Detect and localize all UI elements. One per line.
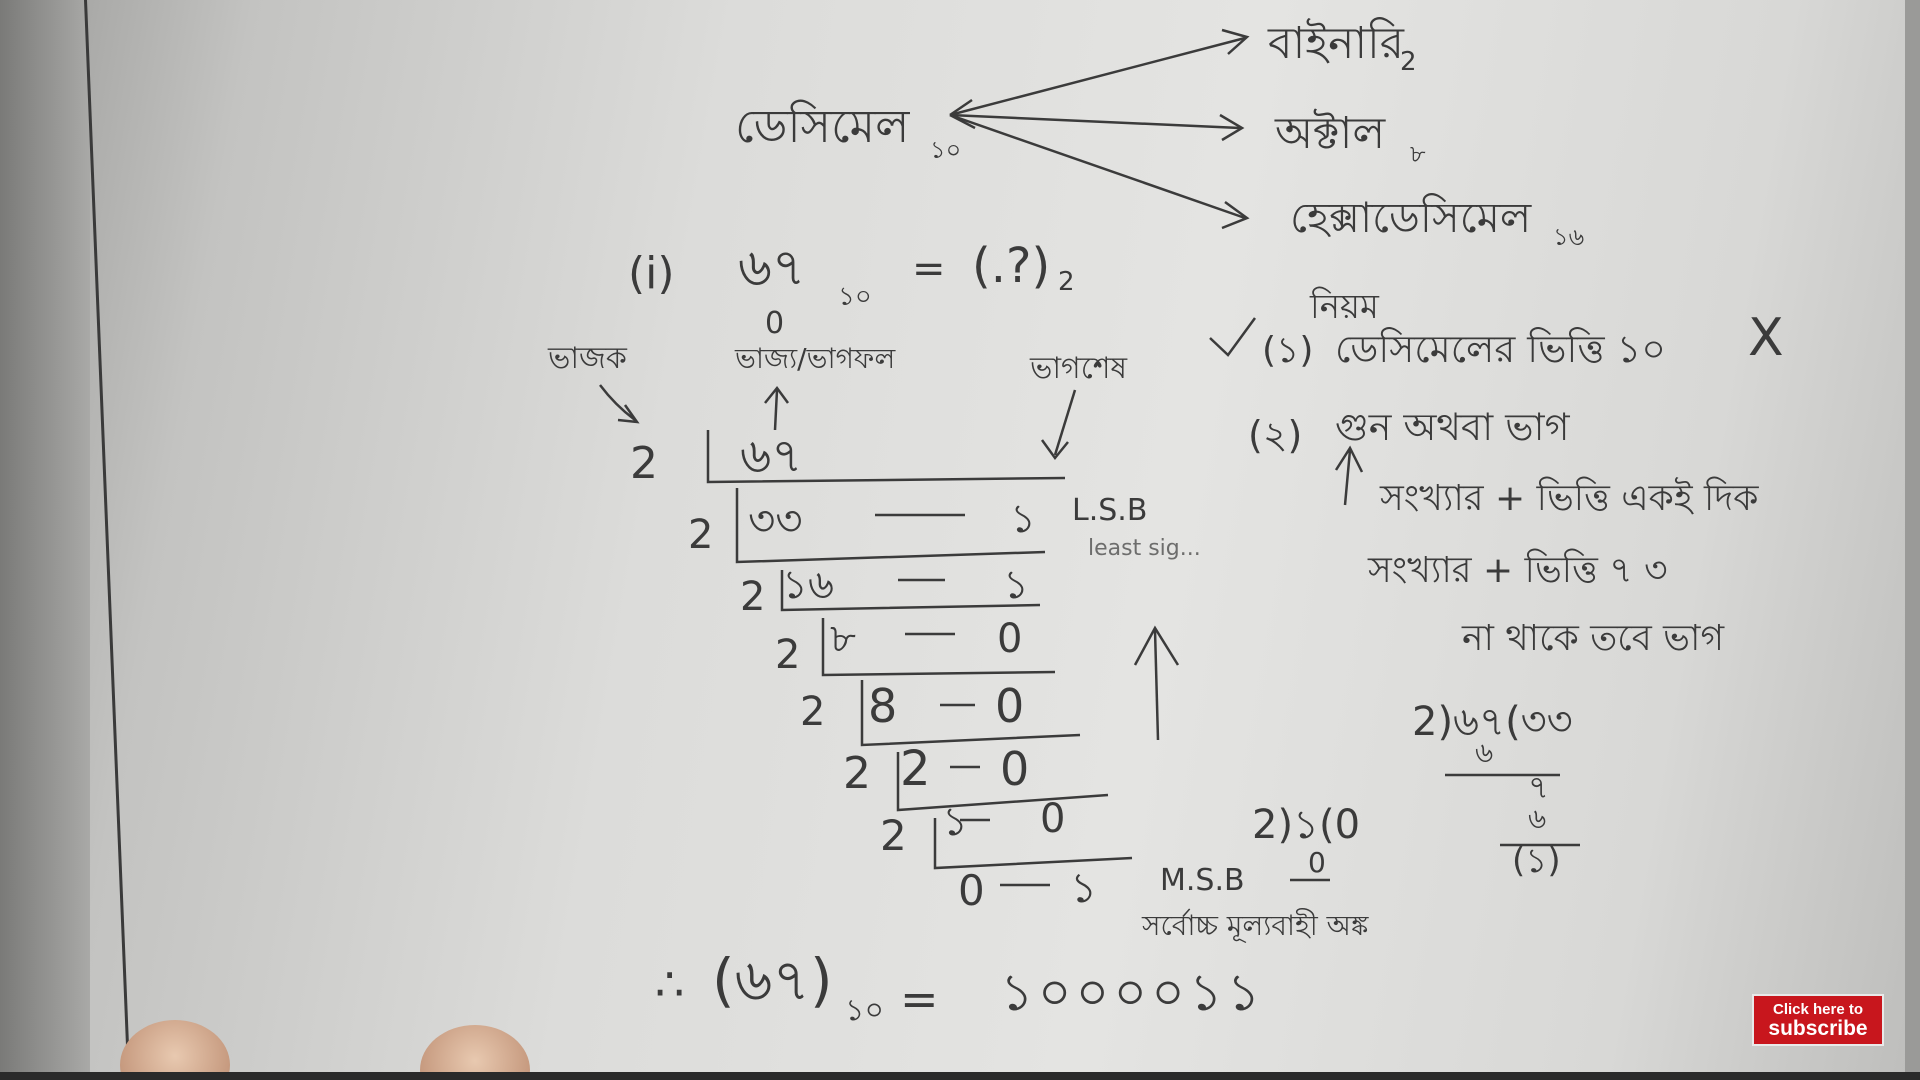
up-arrow-icon [1334, 445, 1364, 506]
decimal-title: ডেসিমেল [735, 99, 910, 153]
row-remainder: ১ [1010, 496, 1036, 542]
rule2-line3: সংখ্যার + ভিত্তি ৭ ৩ [1367, 549, 1668, 591]
target-binary-sub: 2 [1400, 47, 1417, 77]
row-divisor: 2 [688, 512, 713, 558]
result-binary: ১০০০০১১ [1000, 963, 1264, 1023]
problem-rhs: (.?) [972, 238, 1050, 294]
row-divisor: 2 [775, 632, 800, 678]
row-divisor: 2 [800, 689, 825, 735]
problem-equals: = [912, 246, 946, 292]
ladder-lines [706, 430, 1133, 887]
row-divisor: 2 [630, 438, 658, 489]
rule1-text: ডেসিমেলের ভিত্তি ১০ [1335, 327, 1666, 371]
side-calc-lines [1445, 773, 1580, 847]
side-calc-1e: (১) [1512, 841, 1561, 881]
label-remainder: ভাগশেষ [1029, 351, 1128, 386]
division-ladder: 2 ৬৭ 2 ৩৩ ১ 2 ১৬ ১ 2 ৮ 0 2 8 0 2 2 0 2 ১… [630, 428, 1133, 915]
row-dividend: 0 [958, 866, 985, 915]
target-binary: বাইনারি [1267, 17, 1405, 69]
side-calc-1: 2)৬৭(৩৩ [1412, 699, 1573, 745]
check-mark-icon [1209, 317, 1257, 357]
lsb-note: least sig... [1088, 536, 1201, 561]
row-remainder: 0 [997, 616, 1022, 662]
rule1-number: (১) [1262, 330, 1313, 371]
row-dividend: ৮ [830, 616, 856, 662]
paper-shadow-left [0, 0, 90, 1080]
rule2-line2: সংখ্যার + ভিত্তি একই দিক [1379, 477, 1759, 519]
result-equals: = [900, 972, 939, 1026]
rule2-line4: না থাকে তবে ভাগ [1461, 618, 1725, 659]
msb-note: সর্বোচ্চ মূল্যবাহী অঙ্ক [1141, 908, 1369, 943]
row-divisor: 2 [880, 811, 907, 860]
label-divisor: ভাজক [547, 341, 628, 376]
target-hex-sub: ১৬ [1553, 223, 1584, 251]
problem-lhs: ৬৭ [738, 238, 806, 298]
conversion-arrows [949, 28, 1250, 230]
row-remainder: 0 [1040, 796, 1065, 842]
row-dividend: ১৬ [782, 562, 834, 608]
label-zero-mark: 0 [765, 306, 784, 341]
row-dividend: ৬৭ [740, 428, 802, 484]
side-calc-1c: ৭ [1528, 768, 1549, 806]
subscribe-line2: subscribe [1768, 1016, 1868, 1040]
side-calc-1d: ৬ [1528, 802, 1546, 835]
side-calc-2: 2)১(0 [1252, 802, 1360, 848]
problem-lhs-sub: ১০ [838, 282, 872, 312]
rule1-cross: X [1748, 308, 1784, 368]
row-remainder: ১ [1003, 562, 1029, 608]
row-remainder: 0 [1000, 742, 1029, 796]
problem-rhs-sub: 2 [1058, 267, 1075, 297]
target-octal: অক্টাল [1274, 108, 1386, 159]
rule2-number: (২) [1248, 413, 1302, 457]
side-calc-2b: 0 [1308, 846, 1326, 879]
target-hex: হেক্সাডেসিমেল [1290, 193, 1532, 242]
row-dividend: ৩৩ [748, 496, 803, 545]
row-remainder: 0 [995, 679, 1024, 733]
result-lhs: (৬৭) [712, 946, 833, 1014]
rules-heading: নিয়ম [1309, 287, 1380, 327]
target-octal-sub: ৮ [1410, 140, 1426, 168]
rule2-line1: গুন অথবা ভাগ [1335, 405, 1571, 449]
label-dividend: ভাজ্য/ভাগফল [734, 342, 896, 375]
msb-label: M.S.B [1160, 863, 1245, 898]
label-pointer-arrows [599, 384, 1180, 741]
video-bottom-strip [0, 1072, 1920, 1080]
lsb-label: L.S.B [1072, 493, 1147, 528]
result-therefore: ∴ [655, 957, 684, 1011]
subscribe-button[interactable]: Click here to subscribe [1752, 994, 1884, 1046]
decimal-title-sub: ১০ [930, 136, 961, 164]
result-lhs-sub: ১০ [845, 993, 884, 1028]
side-calc-1b: ৬ [1475, 736, 1493, 769]
row-dividend: 2 [900, 741, 931, 797]
paper-edge-right [1905, 0, 1920, 1080]
row-divisor: 2 [740, 574, 765, 620]
subscribe-line1: Click here to [1772, 1000, 1864, 1018]
row-dividend: 8 [868, 679, 897, 733]
row-divisor: 2 [843, 748, 871, 799]
problem-number: (i) [628, 248, 675, 299]
row-remainder: ১ [1070, 863, 1097, 912]
